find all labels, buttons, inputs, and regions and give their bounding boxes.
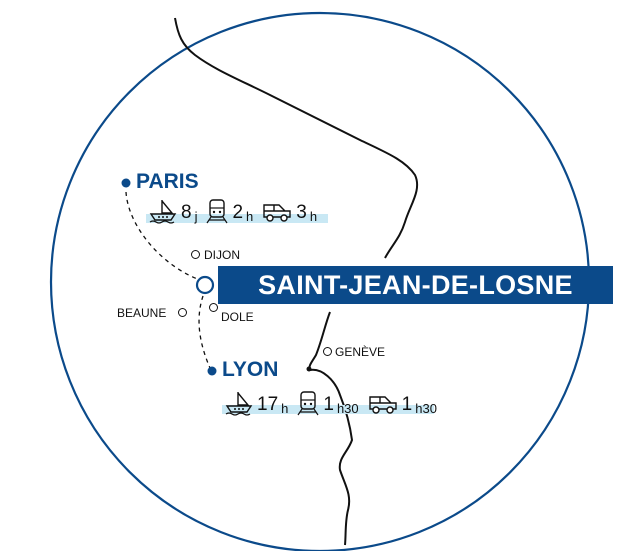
- car-value: 3: [296, 202, 307, 223]
- train-value: 1: [323, 394, 334, 415]
- destination-title: SAINT-JEAN-DE-LOSNE: [218, 266, 613, 304]
- border-line-south: [308, 311, 354, 546]
- paris-marker: [121, 178, 131, 188]
- car-unit: h: [309, 209, 318, 224]
- highlight-band: [146, 214, 328, 223]
- boat-value: 8: [181, 202, 192, 223]
- destination-marker: [195, 275, 215, 295]
- boat-value: 17: [257, 394, 279, 415]
- car-unit: h30: [415, 401, 437, 416]
- town-geneve: GENÈVE: [335, 345, 386, 359]
- train-unit: h: [246, 209, 254, 224]
- city-paris: PARIS: [136, 170, 199, 193]
- border-line: [174, 17, 419, 259]
- town-dot: [209, 303, 218, 312]
- train-icon: [206, 199, 228, 224]
- boat-icon: [149, 200, 177, 224]
- lyon-marker: [207, 366, 217, 376]
- car-icon: [368, 396, 397, 414]
- highlight-band: [222, 405, 434, 414]
- route-lyon: [198, 295, 211, 369]
- town-dole: DOLE: [221, 310, 254, 324]
- city-lyon: LYON: [222, 358, 279, 381]
- train-icon: [297, 391, 319, 416]
- boat-unit: h: [281, 401, 289, 416]
- car-icon: [263, 204, 291, 222]
- town-dot: [178, 308, 187, 317]
- town-beaune: BEAUNE: [117, 306, 167, 320]
- car-value: 1: [401, 394, 413, 415]
- town-dot: [323, 347, 332, 356]
- train-value: 2: [232, 202, 244, 223]
- town-dijon: DIJON: [204, 248, 240, 262]
- town-dot: [191, 250, 200, 259]
- boat-unit: j: [194, 209, 198, 224]
- route-paris: [125, 191, 201, 281]
- train-unit: h30: [336, 401, 359, 416]
- boat-icon: [225, 392, 253, 416]
